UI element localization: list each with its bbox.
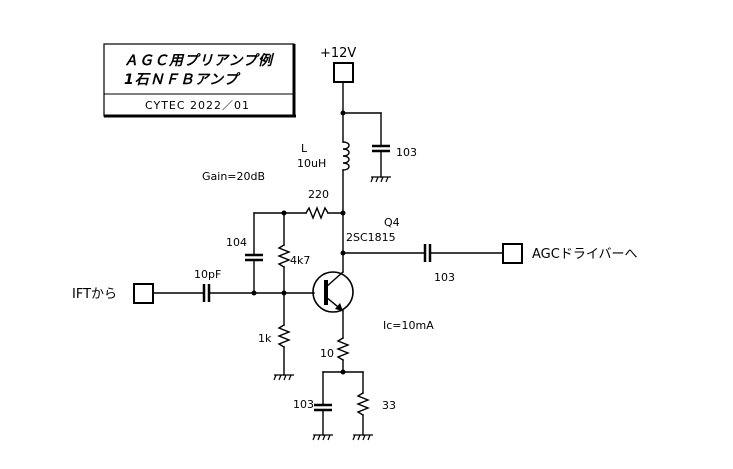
title-line-1: ＡＧＣ用プリアンプ例 [124,52,275,69]
decoupling-capacitor: 103 [370,144,417,183]
bias-upper-label: 4k7 [290,254,310,267]
input-cap-label: 10pF [194,268,221,281]
output-terminal: AGCドライバーへ [502,243,638,264]
bias-lower-label: 1k [258,332,272,345]
output-cap-label: 103 [434,271,455,284]
ic-note: Ic=10mA [383,319,434,332]
transistor-symbol [312,271,354,313]
decoupling-cap-label: 103 [396,146,417,159]
title-block: ＡＧＣ用プリアンプ例 1石ＮＦＢアンプ CYTEC 2022／01 [103,43,296,118]
inductor-value: 10uH [297,157,326,170]
transistor-part: 2SC1815 [346,231,396,244]
transistor-ref: Q4 [384,216,400,229]
output-port-label: AGCドライバーへ [532,247,638,262]
input-terminal: IFTから 10pF [72,268,315,304]
gain-note: Gain=20dB [202,170,265,183]
title-line-2: 1石ＮＦＢアンプ [124,72,241,88]
supply-terminal: +12V [320,46,356,83]
emitter-network: 10 103 33 [293,310,396,441]
emitter-bypass-cap-label: 103 [293,398,314,411]
output-wiring: 103 [340,212,504,284]
input-port-label: IFTから [72,287,117,302]
title-credit: CYTEC 2022／01 [145,99,250,112]
supply-wiring [340,81,382,146]
inductor-name: L [301,142,308,155]
supply-label: +12V [320,46,356,61]
feedback-network: 220 104 4k7 [226,188,346,294]
bias-lower: 1k [258,292,294,381]
emitter-resistor-label: 10 [320,347,334,360]
feedback-cap-label: 104 [226,236,247,249]
inductor: L 10uH [297,141,350,214]
emitter-resistor-2-label: 33 [382,399,396,412]
feedback-resistor-label: 220 [308,188,329,201]
